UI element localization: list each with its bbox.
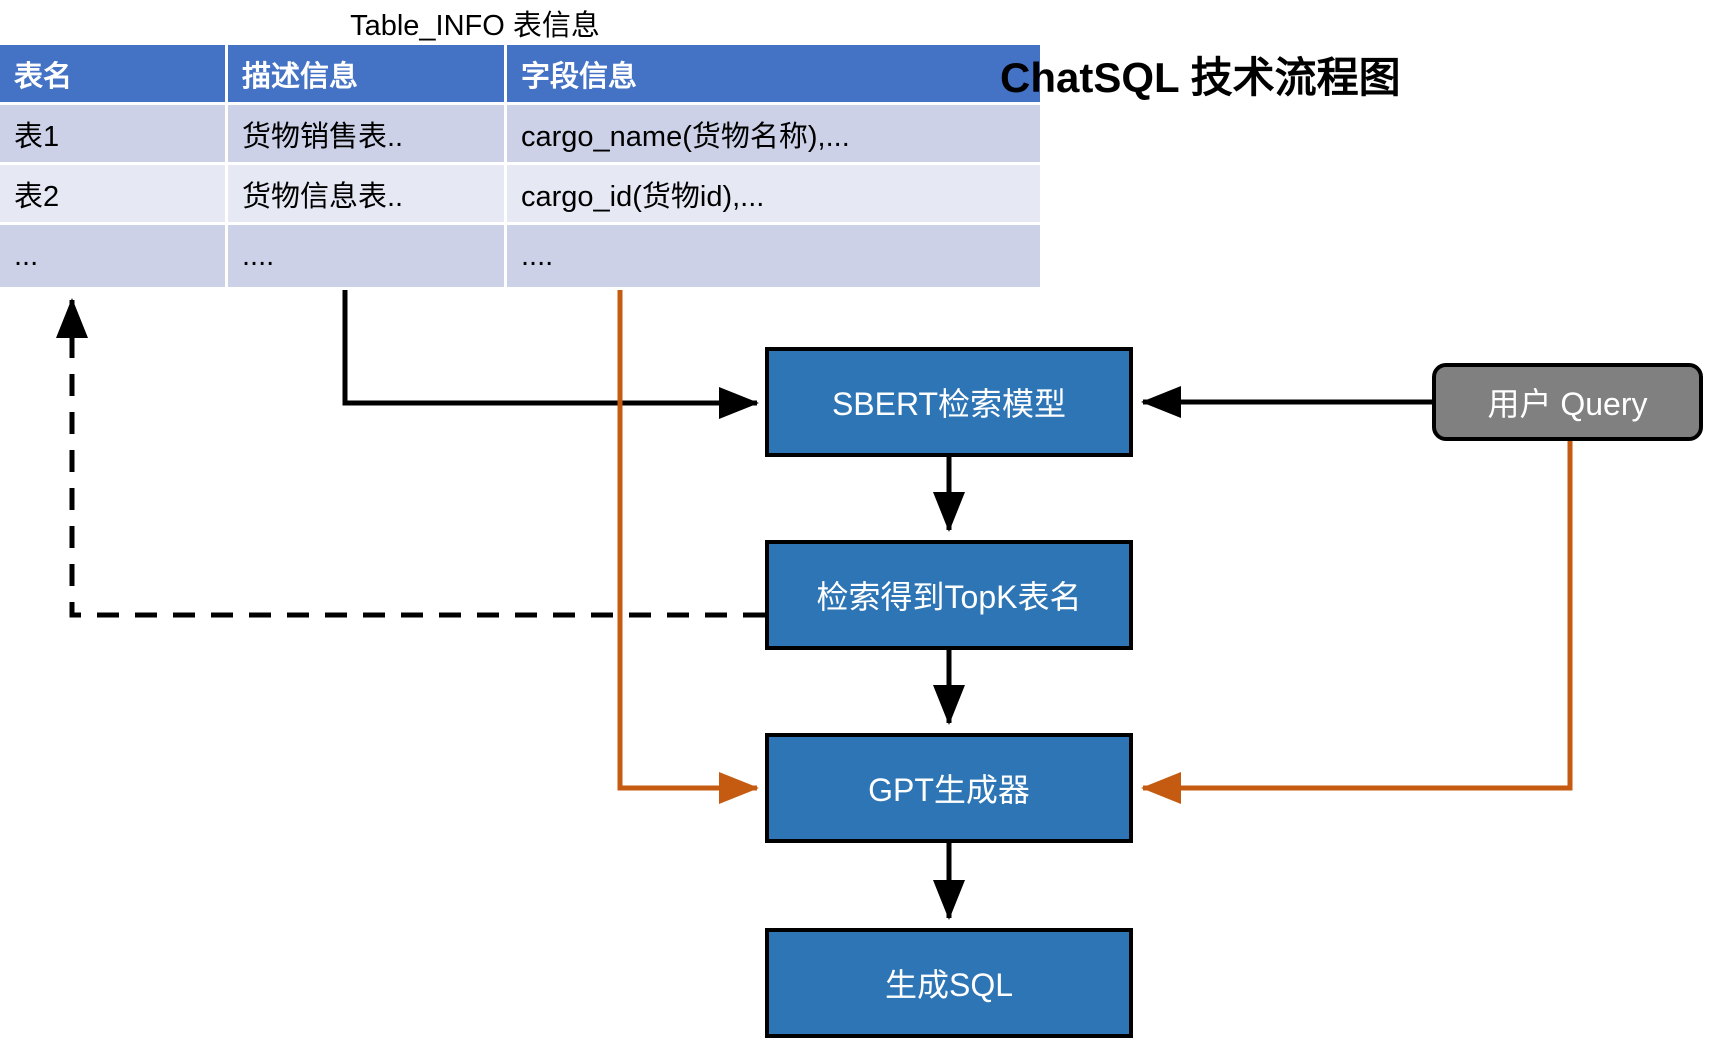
table-row: ... .... .... [0, 223, 1043, 290]
table-cell-fields: cargo_name(货物名称),... [505, 103, 1043, 165]
table-cell-description: .... [226, 223, 507, 290]
table-cell-fields: cargo_id(货物id),... [505, 163, 1043, 225]
node-sbert-retrieval-model[interactable]: SBERT检索模型 [765, 347, 1133, 457]
table-cell-description: 货物信息表.. [226, 163, 507, 225]
node-generated-sql[interactable]: 生成SQL [765, 928, 1133, 1038]
table-info: 表名 描述信息 字段信息 表1 货物销售表.. cargo_name(货物名称)… [0, 45, 1043, 290]
table-row: 表1 货物销售表.. cargo_name(货物名称),... [0, 103, 1043, 165]
table-header-cell-fields: 字段信息 [505, 45, 1043, 105]
connector-query-to-gpt-orange [1140, 441, 1573, 805]
node-gpt-generator[interactable]: GPT生成器 [765, 733, 1133, 843]
table-cell-table-name: 表2 [0, 163, 228, 225]
node-topk-table-names[interactable]: 检索得到TopK表名 [765, 540, 1133, 650]
connector-table-to-sbert [342, 290, 760, 419]
connector-topk-to-table-dashed [55, 297, 765, 618]
diagram-title: ChatSQL 技术流程图 [1000, 54, 1401, 101]
table-cell-description: 货物销售表.. [226, 103, 507, 165]
node-user-query[interactable]: 用户 Query [1432, 363, 1703, 441]
table-header-row: 表名 描述信息 字段信息 [0, 45, 1043, 105]
table-header-cell-description: 描述信息 [226, 45, 507, 105]
table-row: 表2 货物信息表.. cargo_id(货物id),... [0, 163, 1043, 225]
table-cell-table-name: 表1 [0, 103, 228, 165]
connector-table-to-gpt-orange [617, 290, 760, 804]
table-cell-fields: .... [505, 223, 1043, 290]
table-caption: Table_INFO 表信息 [350, 10, 600, 42]
table-header-cell-table-name: 表名 [0, 45, 228, 105]
table-cell-table-name: ... [0, 223, 228, 290]
